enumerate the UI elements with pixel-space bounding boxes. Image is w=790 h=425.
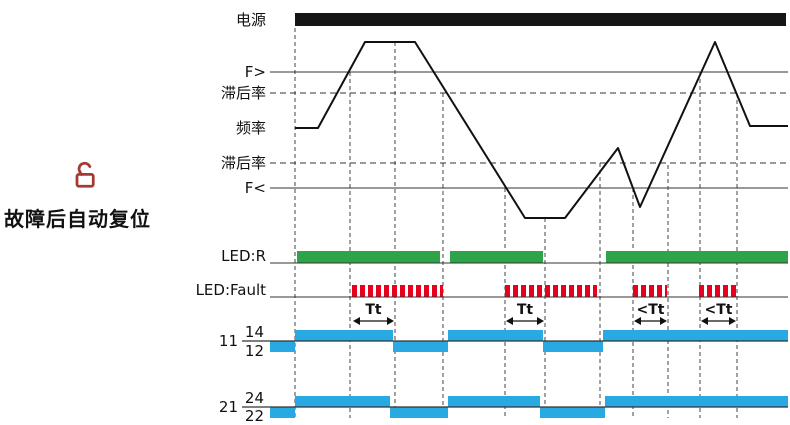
led-fault-bar-dash: [633, 285, 638, 297]
led-fault-bar-dash: [400, 285, 405, 297]
led-fault-bar-dash: [440, 285, 443, 297]
led-fault-bar-dash: [529, 285, 534, 297]
led-fault-bar-dash: [376, 285, 381, 297]
delay-arrow-label: <Tt: [705, 302, 733, 318]
led-fault-bar-dash: [424, 285, 429, 297]
relay1-no-bar: [448, 330, 543, 341]
frequency-curve: [295, 41, 788, 219]
relay2-nc-label: 22: [244, 407, 264, 425]
arrow-head-left: [701, 317, 708, 325]
relay1-no-label: 14: [244, 323, 264, 341]
arrow-head-left: [353, 317, 360, 325]
led-r-bar: [606, 251, 788, 263]
hysteresis-lower-label: 滞后率: [220, 154, 266, 172]
relay1-no-bar: [295, 330, 393, 341]
led-fault-bar-dash: [392, 285, 397, 297]
led-fault-bar-dash: [432, 285, 437, 297]
led-fault-bar-dash: [352, 285, 357, 297]
relay1-com-label: 11: [218, 332, 238, 350]
led-r-bar: [450, 251, 543, 263]
auto-reset-caption: 故障后自动复位: [4, 207, 151, 231]
power-bar: [295, 13, 786, 26]
led-fault-bar-dash: [585, 285, 590, 297]
relay2-no-bar: [605, 396, 788, 407]
relay2-nc-bar: [390, 407, 448, 418]
led-fault-bar-dash: [537, 285, 542, 297]
led-fault-bar-dash: [360, 285, 365, 297]
led-fault-bar-dash: [416, 285, 421, 297]
led-fault-bar-dash: [731, 285, 736, 297]
arrow-head-left: [634, 317, 641, 325]
led-r-bar: [297, 251, 440, 263]
led-fault-bar-dash: [593, 285, 597, 297]
relay1-no-bar: [603, 330, 788, 341]
frequency-label: 频率: [235, 119, 266, 137]
led-fault-label: LED:Fault: [195, 281, 266, 299]
led-fault-bar-dash: [505, 285, 510, 297]
arrow-head-left: [506, 317, 513, 325]
relay2-nc-bar: [270, 407, 295, 418]
led-fault-bar-dash: [707, 285, 712, 297]
delay-arrow-label: Tt: [517, 302, 534, 318]
led-r-label: LED:R: [221, 247, 266, 265]
relay2-no-bar: [448, 396, 540, 407]
led-fault-bar-dash: [545, 285, 550, 297]
led-fault-bar-dash: [384, 285, 389, 297]
relay2-no-bar: [295, 396, 390, 407]
arrow-head-right: [537, 317, 544, 325]
led-fault-bar-dash: [368, 285, 373, 297]
arrow-head-right: [660, 317, 667, 325]
power-label: 电源: [235, 11, 266, 29]
hysteresis-upper-label: 滞后率: [220, 84, 266, 102]
led-fault-bar-dash: [569, 285, 574, 297]
relay1-nc-bar: [543, 341, 603, 352]
relay2-nc-bar: [540, 407, 605, 418]
led-fault-bar-dash: [649, 285, 654, 297]
led-fault-bar-dash: [657, 285, 662, 297]
led-fault-bar-dash: [521, 285, 526, 297]
delay-arrow-label: Tt: [365, 302, 382, 318]
led-fault-bar-dash: [723, 285, 728, 297]
led-fault-bar-dash: [513, 285, 518, 297]
led-fault-bar-dash: [553, 285, 558, 297]
led-fault-bar-dash: [699, 285, 704, 297]
led-fault-bar-dash: [408, 285, 413, 297]
f-low-label: F<: [244, 179, 266, 197]
relay2-com-label: 21: [218, 398, 238, 416]
relay1-nc-bar: [270, 341, 295, 352]
arrow-head-right: [729, 317, 736, 325]
arrow-head-right: [387, 317, 394, 325]
led-fault-bar-dash: [641, 285, 646, 297]
relay1-nc-bar: [393, 341, 448, 352]
relay1-nc-label: 12: [244, 342, 264, 360]
led-fault-bar-dash: [665, 285, 667, 297]
open-lock-icon: [75, 161, 95, 188]
delay-arrow-label: <Tt: [637, 302, 665, 318]
relay2-no-label: 24: [244, 389, 264, 407]
led-fault-bar-dash: [715, 285, 720, 297]
led-fault-bar-dash: [577, 285, 582, 297]
led-fault-bar-dash: [561, 285, 566, 297]
f-high-label: F>: [244, 63, 266, 81]
